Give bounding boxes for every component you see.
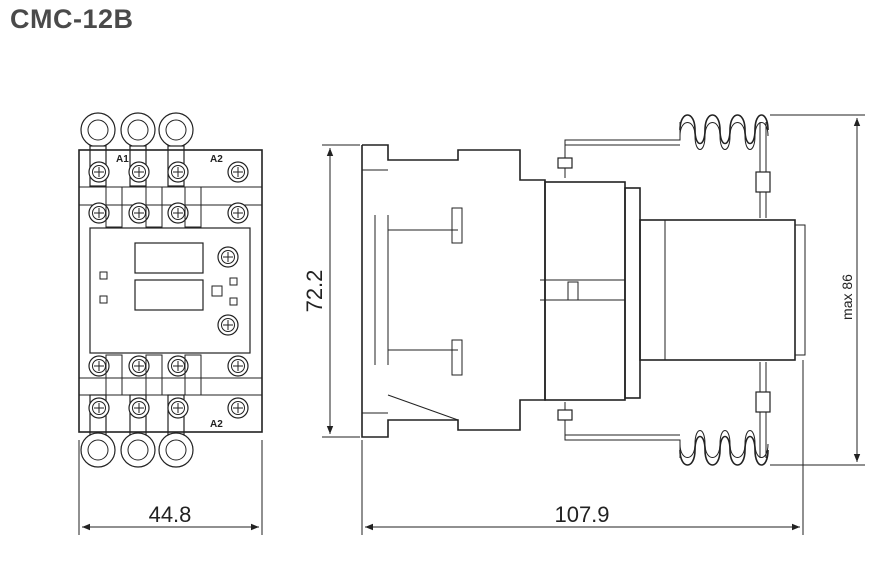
- terminal-label-a2-bottom: A2: [210, 419, 223, 430]
- side-view: [361, 114, 806, 466]
- top-screws: [88, 161, 249, 224]
- depth-dimension: 107.9: [361, 360, 804, 535]
- depth-label: 107.9: [554, 502, 609, 527]
- width-dimension: 44.8: [78, 440, 263, 535]
- terminal-label-a2-top: A2: [210, 154, 223, 165]
- indicator-window-bottom: [134, 279, 204, 311]
- upper-spring: [679, 114, 769, 150]
- capacitor-module: [639, 219, 796, 361]
- height-dimension: 72.2: [302, 144, 360, 438]
- width-label: 44.8: [149, 502, 192, 527]
- bottom-screws: [88, 355, 249, 419]
- lower-spring: [679, 430, 769, 466]
- front-view: A1 A2 A2: [78, 112, 263, 468]
- front-body-outline: [78, 149, 263, 433]
- indicator-window-top: [134, 242, 204, 274]
- max-height-label: max 86: [839, 274, 855, 320]
- max-height-dimension: max 86: [770, 114, 865, 466]
- page-title: CMC-12B: [10, 4, 134, 34]
- terminal-label-a1-top: A1: [116, 154, 129, 165]
- height-label: 72.2: [302, 270, 327, 313]
